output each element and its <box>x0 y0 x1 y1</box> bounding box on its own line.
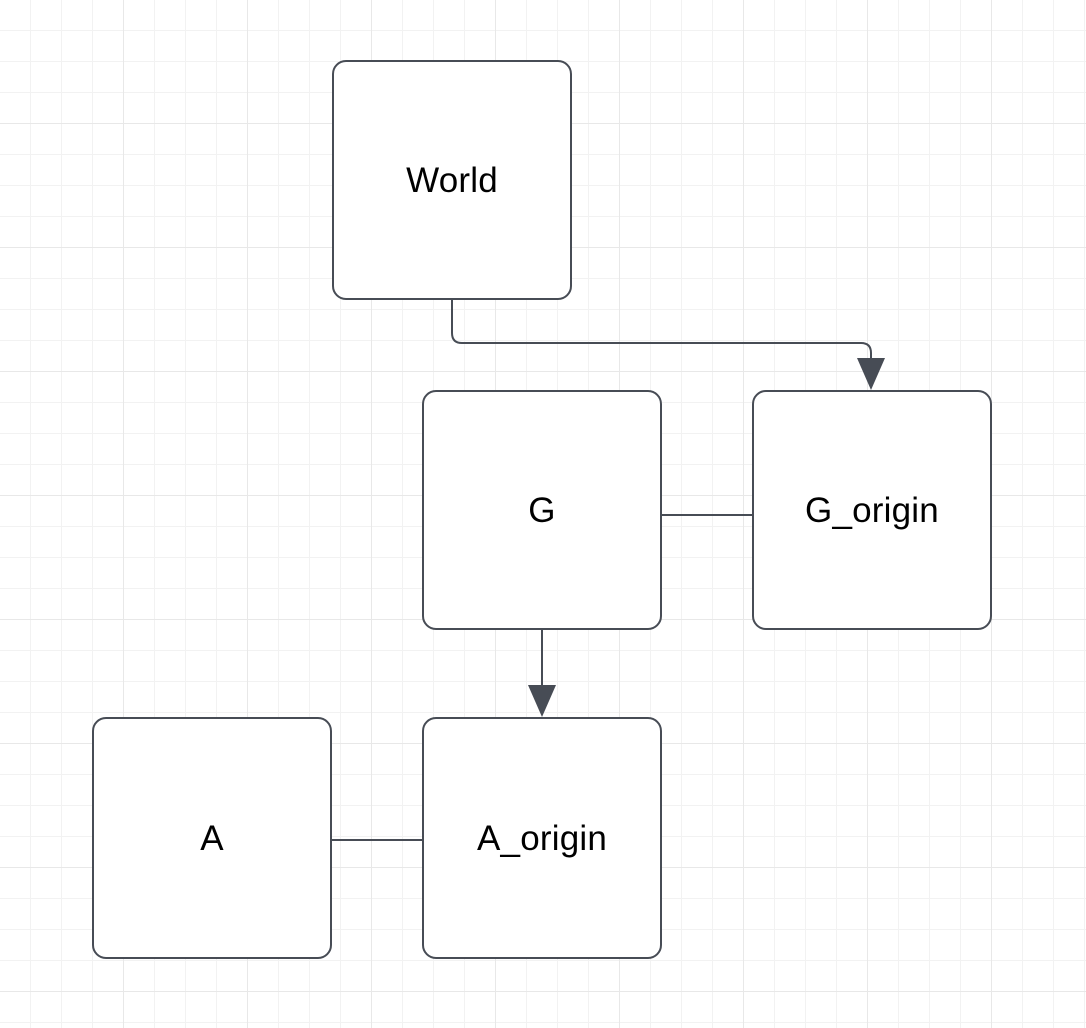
node-a-origin[interactable]: A_origin <box>422 717 662 959</box>
node-world[interactable]: World <box>332 60 572 300</box>
node-g-origin-label: G_origin <box>805 490 939 530</box>
node-g[interactable]: G <box>422 390 662 630</box>
node-a-origin-label: A_origin <box>476 818 607 858</box>
node-a[interactable]: A <box>92 717 332 959</box>
edge-g-to-a_origin <box>528 629 556 717</box>
arrowhead-icon <box>857 358 885 390</box>
node-a-label: A <box>200 818 224 858</box>
node-world-label: World <box>406 160 498 200</box>
node-g-origin[interactable]: G_origin <box>752 390 992 630</box>
edge-world-to-g_origin <box>451 300 885 390</box>
node-g-label: G <box>528 490 556 530</box>
arrowhead-icon <box>528 685 556 717</box>
